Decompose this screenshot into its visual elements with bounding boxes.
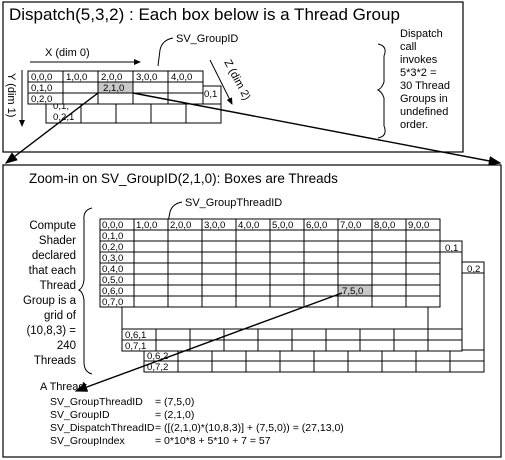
svg-text:Thread: Thread <box>40 280 76 292</box>
thread-semantics: SV_GroupThreadID = (7,5,0) SV_GroupID = … <box>50 396 344 447</box>
thread-layer1-cell: 0,6,1 <box>125 330 146 341</box>
thread-cell: 3,0,0 <box>204 220 225 231</box>
thread-cell: 6,0,0 <box>306 220 327 231</box>
thread-cell: 0,1,0 <box>102 231 123 242</box>
top-cell-back-label: 0,2,1 <box>53 112 74 123</box>
semantic-name: SV_GroupID <box>50 409 110 421</box>
thread-cell: 5,0,0 <box>272 220 293 231</box>
top-cell-highlight: 2,1,0 <box>103 83 124 94</box>
svg-text:order.: order. <box>400 119 428 131</box>
top-cell: 0,1,0 <box>31 83 52 94</box>
thread-id-callout <box>167 201 183 223</box>
bottom-title: Zoom-in on SV_GroupID(2,1,0): Boxes are … <box>29 171 338 186</box>
thread-cell: 7,0,0 <box>340 220 361 231</box>
svg-text:5*3*2 =: 5*3*2 = <box>400 67 436 79</box>
svg-text:grid of: grid of <box>44 310 77 322</box>
svg-text:undefined: undefined <box>400 106 448 118</box>
svg-text:Shader: Shader <box>39 235 76 247</box>
svg-text:that each: that each <box>29 265 76 277</box>
thread-cell: 8,0,0 <box>374 220 395 231</box>
thread-id-label: SV_GroupThreadID <box>185 197 282 209</box>
semantic-value: = (7,5,0) <box>155 396 194 408</box>
thread-title: A Thread: <box>40 381 88 393</box>
semantic-name: SV_GroupIndex <box>50 435 125 447</box>
top-title: Dispatch(5,3,2) : Each box below is a Th… <box>9 5 400 24</box>
z-axis-arrow <box>209 59 233 105</box>
top-cell-back-corner: 0,1 <box>204 89 217 100</box>
svg-text:240: 240 <box>57 340 76 352</box>
semantic-value: = 0*10*8 + 5*10 + 7 = 57 <box>155 435 271 447</box>
top-cell: 0,2,0 <box>31 94 52 105</box>
thread-layer1-corner: 0,1 <box>445 243 458 254</box>
svg-text:Group is a: Group is a <box>23 295 77 307</box>
x-axis-label: X (dim 0) <box>45 47 90 59</box>
top-cell: 2,0,0 <box>101 72 122 83</box>
semantic-value: = ([(2,1,0)*(10,8,3)] + (7,5,0)) = (27,1… <box>155 422 344 434</box>
svg-text:invokes: invokes <box>400 54 438 66</box>
svg-text:Dispatch: Dispatch <box>400 28 443 40</box>
svg-text:30 Thread: 30 Thread <box>400 80 450 92</box>
thread-cell: 0,4,0 <box>102 264 123 275</box>
thread-cell: 0,5,0 <box>102 275 123 286</box>
zoom-arrow-left <box>4 92 99 164</box>
y-axis-label: Y (dim 1) <box>5 73 17 117</box>
thread-cell: 0,0,0 <box>102 220 123 231</box>
top-cell: 4,0,0 <box>171 72 192 83</box>
note-brace <box>376 43 386 139</box>
thread-layer2-cell: 0,6,2 <box>147 351 168 362</box>
svg-text:call: call <box>400 41 417 53</box>
svg-text:Groups in: Groups in <box>400 93 448 105</box>
svg-text:(10,8,3) =: (10,8,3) = <box>26 325 76 337</box>
thread-cell-highlight: 7,5,0 <box>342 286 363 297</box>
semantic-name: SV_DispatchThreadID <box>50 422 155 434</box>
thread-cell: 0,6,0 <box>102 286 123 297</box>
top-cell: 0,0,0 <box>31 72 52 83</box>
top-cell: 1,0,0 <box>66 72 87 83</box>
top-front-layer <box>27 70 204 105</box>
dispatch-note: Dispatch call invokes 5*3*2 = 30 Thread … <box>400 28 450 131</box>
svg-text:Compute: Compute <box>29 220 76 232</box>
thread-count-note: Compute Shader declared that each Thread… <box>23 220 77 367</box>
thread-layer2-cell: 0,7,2 <box>147 362 168 373</box>
thread-cell: 9,0,0 <box>408 220 429 231</box>
bottom-panel-frame <box>2 164 502 458</box>
thread-cell: 0,7,0 <box>102 297 123 308</box>
top-cell-back-top: 0,1, <box>53 101 69 112</box>
top-cell: 3,0,0 <box>136 72 157 83</box>
thread-cell: 2,0,0 <box>170 220 191 231</box>
group-id-label: SV_GroupID <box>176 33 238 45</box>
semantic-value: = (2,1,0) <box>155 409 194 421</box>
thread-cell: 1,0,0 <box>136 220 157 231</box>
thread-layer-z0 <box>99 218 441 308</box>
svg-text:Threads: Threads <box>34 355 76 367</box>
svg-text:declared: declared <box>32 250 76 262</box>
thread-cell: 0,3,0 <box>102 253 123 264</box>
z-axis-label: Z (dim 2) <box>221 58 252 102</box>
thread-count-brace <box>77 207 93 375</box>
semantic-name: SV_GroupThreadID <box>50 396 143 408</box>
thread-cell: 0,2,0 <box>102 242 123 253</box>
thread-cell: 4,0,0 <box>238 220 259 231</box>
thread-layer1-cell: 0,7,1 <box>125 341 146 352</box>
zoom-arrow-right <box>132 92 502 166</box>
top-panel-frame <box>2 1 464 153</box>
thread-layer2-corner: 0,2 <box>467 264 480 275</box>
thread-arrow <box>74 292 343 392</box>
group-id-callout <box>157 37 174 67</box>
